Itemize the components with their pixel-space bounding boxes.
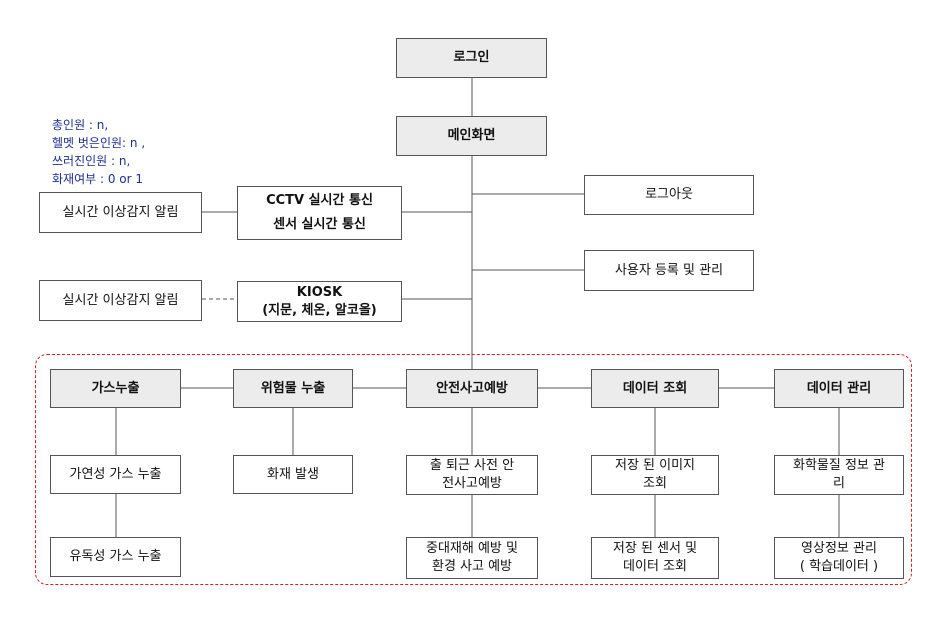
data-view-label: 데이터 조회	[622, 380, 688, 396]
status-note-line: 쓰러진인원 : n,	[52, 154, 131, 168]
user-management-label: 사용자 등록 및 관리	[614, 262, 724, 278]
kiosk-label: KIOSK	[296, 284, 343, 300]
stored-sensor-line: 데이터 조회	[623, 559, 687, 574]
status-note: 총인원 : n, 헬멧 벗은인원: n , 쓰러진인원 : n, 화재여부 : …	[52, 116, 145, 188]
stored-images-node: 저장 된 이미지 조회	[591, 455, 719, 495]
flammable-gas-node: 가연성 가스 누출	[50, 455, 181, 494]
commute-prevention-line: 출 퇴근 사전 안	[429, 458, 515, 473]
cctv-sensor-node: CCTV 실시간 통신 센서 실시간 통신	[237, 186, 402, 240]
toxic-gas-label: 유독성 가스 누출	[69, 549, 162, 564]
video-info-line: 영상정보 관리	[801, 541, 877, 556]
commute-prevention-line: 전사고예방	[442, 476, 502, 491]
gas-leak-label: 가스누출	[91, 380, 140, 396]
cctv-label: CCTV 실시간 통신	[266, 193, 373, 208]
chemical-info-line: 리	[833, 476, 845, 491]
data-management-node: 데이터 관리	[774, 369, 904, 408]
kiosk-detail-label: (지문, 체온, 알코올)	[262, 302, 377, 318]
stored-images-line: 조회	[643, 476, 667, 491]
fire-node: 화재 발생	[233, 455, 353, 494]
gas-leak-node: 가스누출	[50, 369, 181, 408]
status-note-line: 총인원 : n,	[52, 118, 109, 132]
alert-kiosk-label: 실시간 이상감지 알림	[62, 292, 179, 308]
accident-prevention-node: 안전사고예방	[406, 369, 538, 408]
alert-cctv-node: 실시간 이상감지 알림	[39, 192, 202, 233]
main-screen-node: 메인화면	[396, 116, 547, 156]
status-note-line: 화재여부 : 0 or 1	[52, 172, 144, 186]
video-info-node: 영상정보 관리 ( 학습데이터 )	[774, 537, 904, 579]
stored-images-line: 저장 된 이미지	[614, 458, 696, 473]
hazard-leak-node: 위험물 누출	[233, 369, 353, 408]
logout-node: 로그아웃	[584, 175, 754, 215]
login-label: 로그인	[453, 50, 490, 65]
alert-cctv-label: 실시간 이상감지 알림	[62, 204, 179, 220]
user-management-node: 사용자 등록 및 관리	[584, 250, 754, 291]
kiosk-node: KIOSK (지문, 체온, 알코올)	[237, 281, 402, 322]
login-node: 로그인	[396, 38, 547, 78]
fire-label: 화재 발생	[267, 466, 319, 482]
main-screen-label: 메인화면	[447, 128, 496, 143]
feature-group-frame	[35, 354, 912, 585]
stored-sensor-line: 저장 된 센서 및	[612, 541, 698, 556]
hazard-leak-label: 위험물 누출	[260, 380, 326, 396]
stored-sensor-node: 저장 된 센서 및 데이터 조회	[591, 537, 719, 579]
toxic-gas-node: 유독성 가스 누출	[50, 537, 181, 577]
flammable-gas-label: 가연성 가스 누출	[69, 466, 162, 482]
chemical-info-node: 화학물질 정보 관 리	[774, 455, 904, 495]
disaster-prevention-node: 중대재해 예방 및 환경 사고 예방	[406, 537, 538, 579]
data-management-label: 데이터 관리	[806, 380, 872, 396]
alert-kiosk-node: 실시간 이상감지 알림	[39, 280, 202, 321]
status-note-line: 헬멧 벗은인원: n ,	[52, 136, 146, 150]
video-info-line: ( 학습데이터 )	[799, 559, 879, 574]
sensor-label: 센서 실시간 통신	[273, 217, 366, 232]
commute-prevention-node: 출 퇴근 사전 안 전사고예방	[406, 455, 538, 495]
disaster-prevention-line: 중대재해 예방 및	[426, 541, 518, 556]
data-view-node: 데이터 조회	[591, 369, 719, 408]
disaster-prevention-line: 환경 사고 예방	[431, 559, 513, 574]
accident-prevention-label: 안전사고예방	[436, 380, 508, 396]
logout-label: 로그아웃	[645, 187, 693, 202]
chemical-info-line: 화학물질 정보 관	[793, 458, 885, 473]
